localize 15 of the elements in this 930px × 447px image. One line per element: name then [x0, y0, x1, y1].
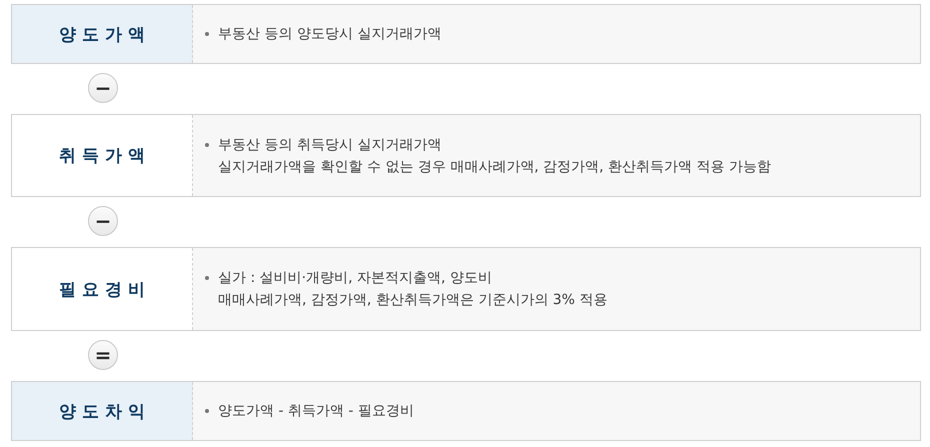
operator-circle: −	[88, 73, 118, 103]
bullet-text: 매매사례가액, 감정가액, 환산취득가액은 기준시가의 3% 적용	[218, 291, 608, 309]
table-row	[11, 114, 921, 197]
bullet-text: 실가 : 설비비·개량비, 자본적지출액, 양도비	[218, 269, 492, 287]
table-row	[11, 4, 921, 64]
bullet-text: 부동산 등의 취득당시 실지거래가액	[218, 136, 442, 154]
table-row	[11, 247, 921, 331]
header-cell: 양 도 가 액	[12, 5, 193, 63]
bullet-text: 부동산 등의 양도당시 실지거래가액	[218, 25, 442, 43]
header-cell: 양 도 차 익	[12, 382, 193, 440]
operator-circle: =	[88, 340, 118, 370]
bullet-text: 양도가액 - 취득가액 - 필요경비	[218, 402, 414, 420]
table-row	[11, 381, 921, 441]
bullet-text: 실지거래가액을 확인할 수 없는 경우 매매사례가액, 감정가액, 환산취득가액 적용 가능함	[218, 158, 771, 176]
operator-circle: −	[88, 206, 118, 236]
